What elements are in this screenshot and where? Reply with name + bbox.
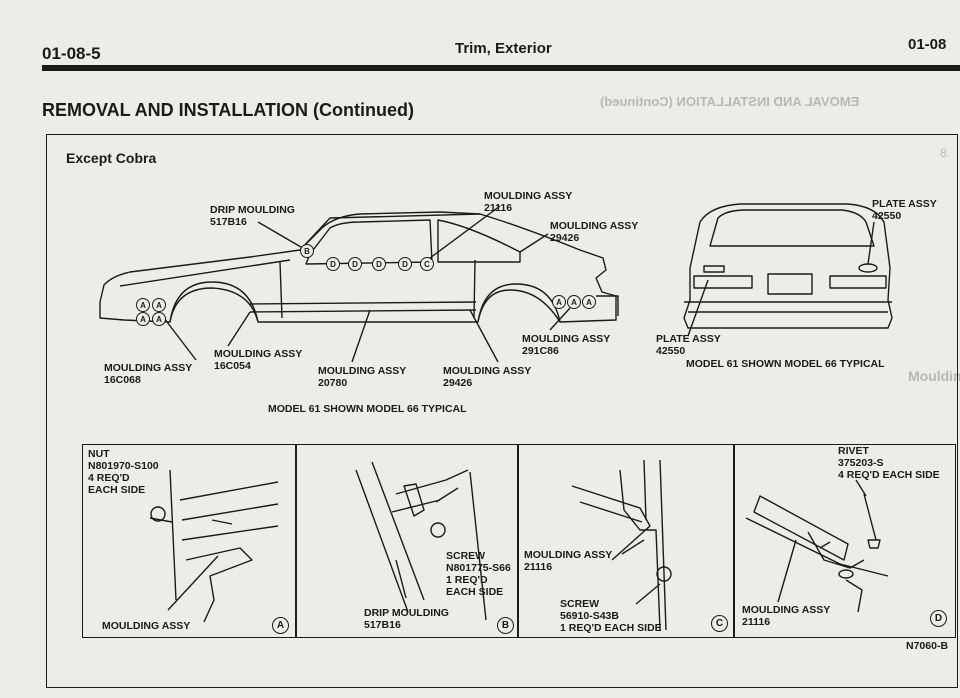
panel-a-letter: A: [272, 617, 289, 634]
car-rear-bumper: [684, 301, 892, 313]
header-rule: [42, 65, 960, 71]
panel-b-screw-label: SCREW N801775-S66 1 REQ'D EACH SIDE: [446, 550, 511, 598]
car-door-line: [279, 259, 476, 319]
callout-c: C: [420, 257, 434, 271]
car-rocker-moulding: [249, 301, 477, 313]
callout-d-4: D: [398, 257, 412, 271]
callout-d-2: D: [348, 257, 362, 271]
figure-frame: [46, 134, 958, 688]
leader-d-moulding: [777, 539, 797, 603]
label-plate-assy-top: PLATE ASSY 42550: [872, 198, 937, 222]
label-moulding-16c054: MOULDING ASSY 16C054: [214, 348, 303, 372]
section-title: Trim, Exterior: [455, 40, 552, 57]
rear-view-caption: MODEL 61 SHOWN MODEL 66 TYPICAL: [686, 358, 885, 370]
leader-16c054: [227, 311, 251, 347]
leader-29426-bottom: [469, 309, 499, 363]
car-tail: [596, 295, 619, 316]
car-rear-emblem-left: [703, 265, 725, 273]
label-moulding-29426-bottom: MOULDING ASSY 29426: [443, 365, 532, 389]
leader-plate-bottom: [687, 279, 709, 337]
detail-b-drawing: [355, 461, 487, 621]
page-heading: REMOVAL AND INSTALLATION (Continued): [42, 100, 414, 120]
leader-16c068: [163, 317, 197, 361]
panel-d-rivet-label: RIVET 375203-S 4 REQ'D EACH SIDE: [838, 445, 940, 481]
leader-b-drip: [395, 559, 407, 599]
leader-d-rivet: [855, 479, 867, 497]
callout-a-3: A: [136, 312, 150, 326]
callout-a-2: A: [152, 298, 166, 312]
car-rear-emblem-right: [858, 263, 878, 273]
car-rear-plate-area: [767, 273, 813, 295]
leader-a-moulding: [167, 555, 219, 611]
detail-a-drawing: [149, 469, 279, 623]
detail-panel-c: [518, 444, 734, 638]
detail-panel-a: [82, 444, 296, 638]
panel-b-letter: B: [497, 617, 514, 634]
label-moulding-21116: MOULDING ASSY 21116: [484, 190, 573, 214]
callout-a-1: A: [136, 298, 150, 312]
label-moulding-29426-top: MOULDING ASSY 29426: [550, 220, 639, 244]
callout-a-4: A: [152, 312, 166, 326]
car-rear-wheel-arch: [477, 283, 561, 323]
callout-d-3: D: [372, 257, 386, 271]
label-plate-assy-bottom: PLATE ASSY 42550: [656, 333, 721, 357]
bleed-heading2: Moulding: [908, 368, 960, 384]
car-rear-lights: [693, 275, 887, 289]
figure-id: N7060-B: [906, 640, 949, 652]
label-drip-moulding: DRIP MOULDING 517B16: [210, 204, 295, 228]
detail-c-screw: [656, 566, 672, 582]
panel-a-nut-label: NUT N801970-S100 4 REQ'D EACH SIDE: [88, 448, 159, 496]
detail-d-rivet: [863, 493, 881, 549]
leader-20780: [351, 309, 371, 363]
side-view-caption: MODEL 61 SHOWN MODEL 66 TYPICAL: [268, 403, 467, 415]
car-hood-line: [119, 259, 291, 287]
callout-b: B: [300, 244, 314, 258]
callout-d-1: D: [326, 257, 340, 271]
leader-21116: [429, 205, 501, 259]
car-rear-glass: [709, 209, 875, 247]
panel-c-letter: C: [711, 615, 728, 632]
detail-d-drawing: [745, 495, 889, 613]
detail-d-hole: [838, 569, 854, 579]
detail-b-screw: [430, 522, 446, 538]
leader-29426-top: [519, 233, 549, 253]
detail-panel-d: [734, 444, 956, 638]
panel-c-screw-label: SCREW 56910-S43B 1 REQ'D EACH SIDE: [560, 598, 662, 634]
detail-a-nut: [150, 506, 166, 522]
callout-a-7: A: [582, 295, 596, 309]
panel-c-moulding-label: MOULDING ASSY 21116: [524, 549, 613, 573]
detail-c-drawing: [571, 459, 667, 631]
callout-a-5: A: [552, 295, 566, 309]
callout-a-6: A: [567, 295, 581, 309]
leader-c-screw: [635, 583, 661, 605]
car-window: [305, 219, 433, 265]
detail-panel-b: [296, 444, 518, 638]
label-moulding-20780: MOULDING ASSY 20780: [318, 365, 407, 389]
bleed-step: 8.: [940, 146, 951, 160]
panel-b-drip-label: DRIP MOULDING 517B16: [364, 607, 449, 631]
panel-d-moulding-label: MOULDING ASSY 21116: [742, 604, 831, 628]
panel-a-moulding-label: MOULDING ASSY: [102, 620, 191, 632]
leader-plate-top: [867, 221, 875, 265]
right-page-number: 01-08: [908, 36, 947, 53]
label-moulding-291c86: MOULDING ASSY 291C86: [522, 333, 611, 357]
car-front-wheel-arch: [169, 281, 259, 323]
leader-drip: [257, 221, 307, 251]
car-rear-window: [437, 219, 521, 263]
car-roof-line: [299, 213, 481, 251]
leader-291c86: [549, 307, 571, 331]
page-number: 01-08-5: [42, 44, 101, 63]
label-moulding-16c068: MOULDING ASSY 16C068: [104, 362, 193, 386]
leader-c-moulding: [621, 539, 645, 555]
car-rear-body: [683, 203, 893, 329]
figure-subtitle: Except Cobra: [66, 150, 157, 166]
panel-d-letter: D: [930, 610, 947, 627]
